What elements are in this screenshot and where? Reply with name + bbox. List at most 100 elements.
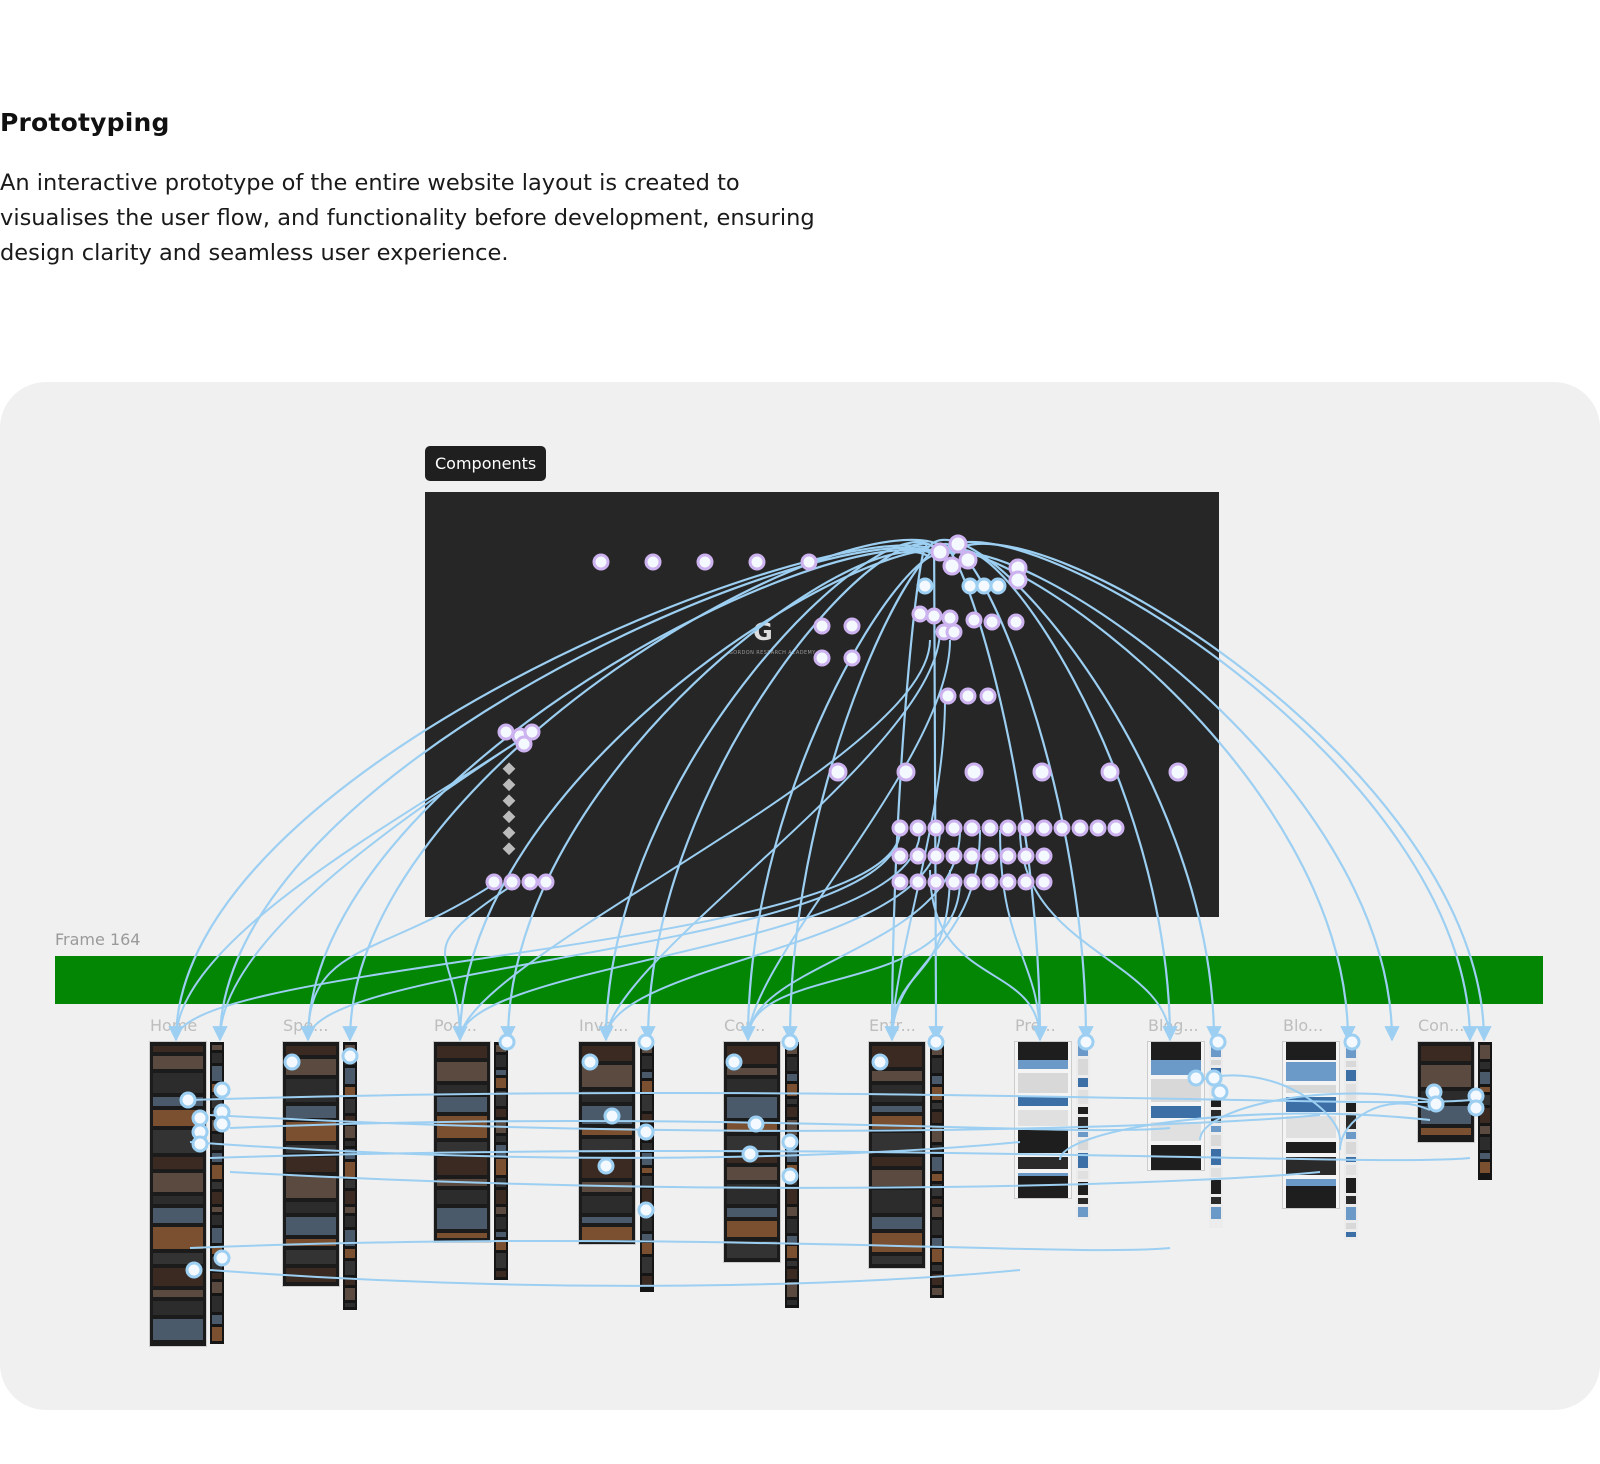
page-label-podcast[interactable]: Poc...: [434, 1016, 477, 1035]
logo-wordmark: GORDON RESEARCH ACADEMY: [729, 650, 816, 656]
page-thumbnail-desktop[interactable]: [579, 1042, 635, 1244]
components-frame[interactable]: G GORDON RESEARCH ACADEMY: [425, 492, 1219, 917]
components-frame-label[interactable]: Components: [425, 446, 547, 481]
page-thumbnail-desktop[interactable]: [1148, 1042, 1204, 1170]
thumb-block: [787, 1174, 797, 1185]
thumb-block: [1151, 1148, 1201, 1170]
thumb-block: [1480, 1095, 1490, 1105]
thumb-block: [153, 1130, 203, 1153]
thumb-block: [1078, 1117, 1088, 1129]
thumb-block: [153, 1173, 203, 1192]
thumb-block: [496, 1109, 506, 1117]
thumb-block: [153, 1110, 203, 1126]
thumb-block: [787, 1165, 797, 1171]
thumb-block: [345, 1116, 355, 1123]
thumb-block: [872, 1170, 922, 1186]
thumb-block: [345, 1045, 355, 1051]
thumb-block: [872, 1106, 922, 1112]
page-thumbnail-mobile[interactable]: [210, 1042, 224, 1344]
thumb-block: [212, 1215, 222, 1225]
thumb-block: [872, 1116, 922, 1129]
thumb-block: [286, 1217, 336, 1235]
thumb-block: [582, 1139, 632, 1153]
page-label-blog-post[interactable]: Blo...: [1283, 1016, 1324, 1035]
thumb-block: [345, 1230, 355, 1246]
page-thumbnail-desktop[interactable]: [283, 1042, 339, 1286]
thumb-block: [345, 1054, 355, 1065]
page-label-entrepreneurs[interactable]: Entr...: [869, 1016, 916, 1035]
page-thumbnail-mobile[interactable]: [1209, 1042, 1223, 1228]
thumb-block: [642, 1243, 652, 1254]
page-label-blog[interactable]: Blog...: [1148, 1016, 1199, 1035]
thumb-block: [932, 1157, 942, 1171]
thumb-block: [787, 1107, 797, 1117]
thumb-block: [153, 1056, 203, 1069]
thumb-block: [1346, 1045, 1356, 1058]
thumb-block: [1078, 1078, 1088, 1087]
thumb-block: [345, 1261, 355, 1275]
page-thumbnail-desktop[interactable]: [869, 1042, 925, 1268]
thumb-block: [872, 1157, 922, 1166]
thumb-block: [496, 1055, 506, 1067]
thumb-block: [496, 1136, 506, 1142]
thumb-block: [642, 1126, 652, 1140]
thumb-block: [1480, 1062, 1490, 1069]
page-thumbnail-mobile[interactable]: [494, 1042, 508, 1280]
thumb-block: [437, 1157, 487, 1175]
thumb-block: [642, 1276, 652, 1285]
thumb-block: [787, 1099, 797, 1104]
page-label-speakers[interactable]: Spe...: [283, 1016, 329, 1035]
thumb-block: [345, 1126, 355, 1138]
thumb-block: [642, 1234, 652, 1240]
page-thumbnail-mobile[interactable]: [343, 1042, 357, 1310]
page-thumbnail-mobile[interactable]: [640, 1042, 654, 1292]
page-thumbnail-mobile[interactable]: [930, 1042, 944, 1298]
page-thumbnail-desktop[interactable]: [150, 1042, 206, 1346]
thumb-block: [153, 1157, 203, 1169]
page-thumbnail-desktop[interactable]: [724, 1042, 780, 1262]
page-label-investors[interactable]: Inve...: [579, 1016, 629, 1035]
thumb-block: [582, 1217, 632, 1223]
page-label-contact[interactable]: Con...: [1418, 1016, 1465, 1035]
thumb-block: [932, 1126, 942, 1142]
thumb-block: [1286, 1042, 1336, 1060]
thumb-block: [437, 1142, 487, 1153]
thumb-block: [1480, 1126, 1490, 1134]
page-thumbnail-desktop[interactable]: [1418, 1042, 1474, 1142]
page-thumbnail-mobile[interactable]: [1344, 1042, 1358, 1240]
thumb-block: [1286, 1116, 1336, 1138]
thumb-block: [932, 1199, 942, 1204]
thumb-block: [642, 1081, 652, 1092]
thumb-block: [1151, 1059, 1201, 1075]
thumb-block: [496, 1091, 506, 1106]
page-label-corporate[interactable]: Cor...: [724, 1016, 766, 1035]
page-thumbnail-desktop[interactable]: [1283, 1042, 1339, 1208]
thumb-block: [932, 1045, 942, 1055]
thumb-block: [1286, 1085, 1336, 1093]
page-thumbnail-desktop[interactable]: [434, 1042, 490, 1242]
thumb-block: [1151, 1106, 1201, 1118]
thumb-block: [932, 1274, 942, 1285]
page-thumbnail-mobile[interactable]: [1076, 1042, 1090, 1220]
thumb-block: [496, 1232, 506, 1237]
thumb-block: [212, 1192, 222, 1204]
frame-label[interactable]: Frame 164: [55, 930, 141, 949]
page-thumbnail-mobile[interactable]: [1478, 1042, 1492, 1180]
thumb-block: [727, 1136, 777, 1153]
page-thumbnail-mobile[interactable]: [785, 1042, 799, 1308]
page-label-home[interactable]: Home: [150, 1016, 198, 1035]
thumb-block: [1211, 1180, 1221, 1194]
thumb-block: [212, 1282, 222, 1293]
thumb-block: [642, 1095, 652, 1111]
page-label-press[interactable]: Pre...: [1015, 1016, 1056, 1035]
page-thumbnail-desktop[interactable]: [1015, 1042, 1071, 1198]
thumb-block: [642, 1056, 652, 1069]
frame-band[interactable]: [55, 956, 1543, 1004]
thumb-block: [932, 1103, 942, 1109]
thumb-block: [1211, 1081, 1221, 1096]
thumb-block: [496, 1207, 506, 1214]
thumb-block: [286, 1268, 336, 1282]
thumb-block: [872, 1046, 922, 1067]
thumb-block: [345, 1278, 355, 1285]
thumb-block: [1078, 1090, 1088, 1104]
